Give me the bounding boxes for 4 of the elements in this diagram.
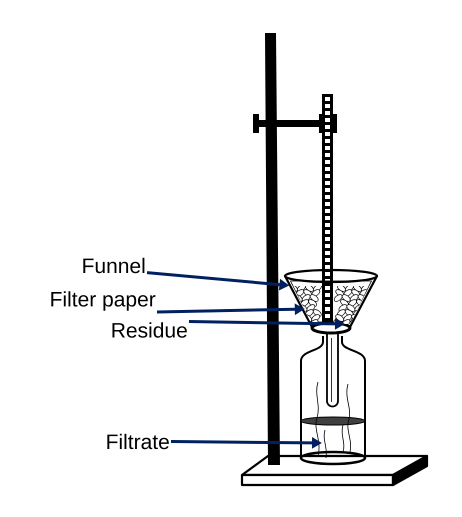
part-label: Filter paper (51, 291, 156, 311)
part-label: Residue (112, 322, 187, 338)
part-label: Filtrate (107, 434, 169, 450)
part-label: Funnel (83, 258, 144, 274)
